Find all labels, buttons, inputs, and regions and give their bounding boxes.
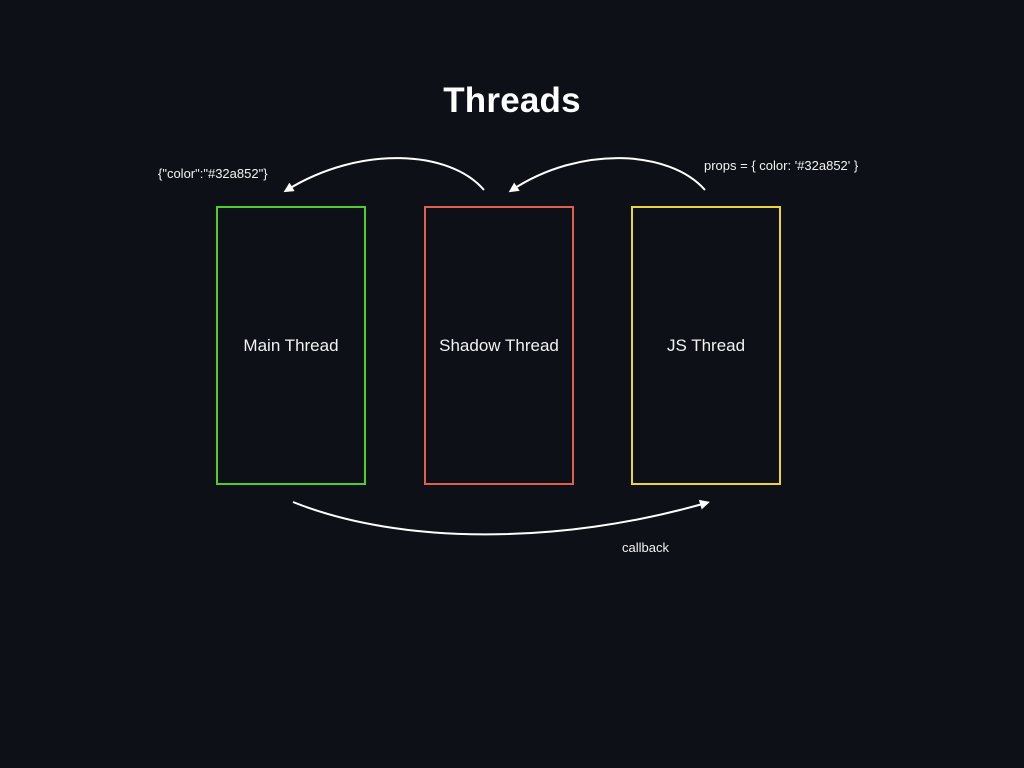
main-thread-box: Main Thread	[216, 206, 366, 485]
main-thread-payload-label: {"color":"#32a852"}	[158, 166, 268, 181]
shadow-to-main-arrow	[283, 157, 485, 193]
main-to-js-callback-arrow	[292, 499, 710, 536]
main-thread-label: Main Thread	[243, 335, 339, 355]
js-thread-props-label: props = { color: '#32a852' }	[704, 158, 859, 173]
shadow-thread-box: Shadow Thread	[424, 206, 574, 485]
callback-label: callback	[622, 540, 669, 555]
js-thread-label: JS Thread	[666, 335, 746, 355]
js-thread-box: JS Thread	[631, 206, 781, 485]
diagram-title: Threads	[443, 81, 581, 120]
shadow-thread-label: Shadow Thread	[439, 335, 559, 355]
js-to-shadow-arrow	[508, 157, 706, 193]
